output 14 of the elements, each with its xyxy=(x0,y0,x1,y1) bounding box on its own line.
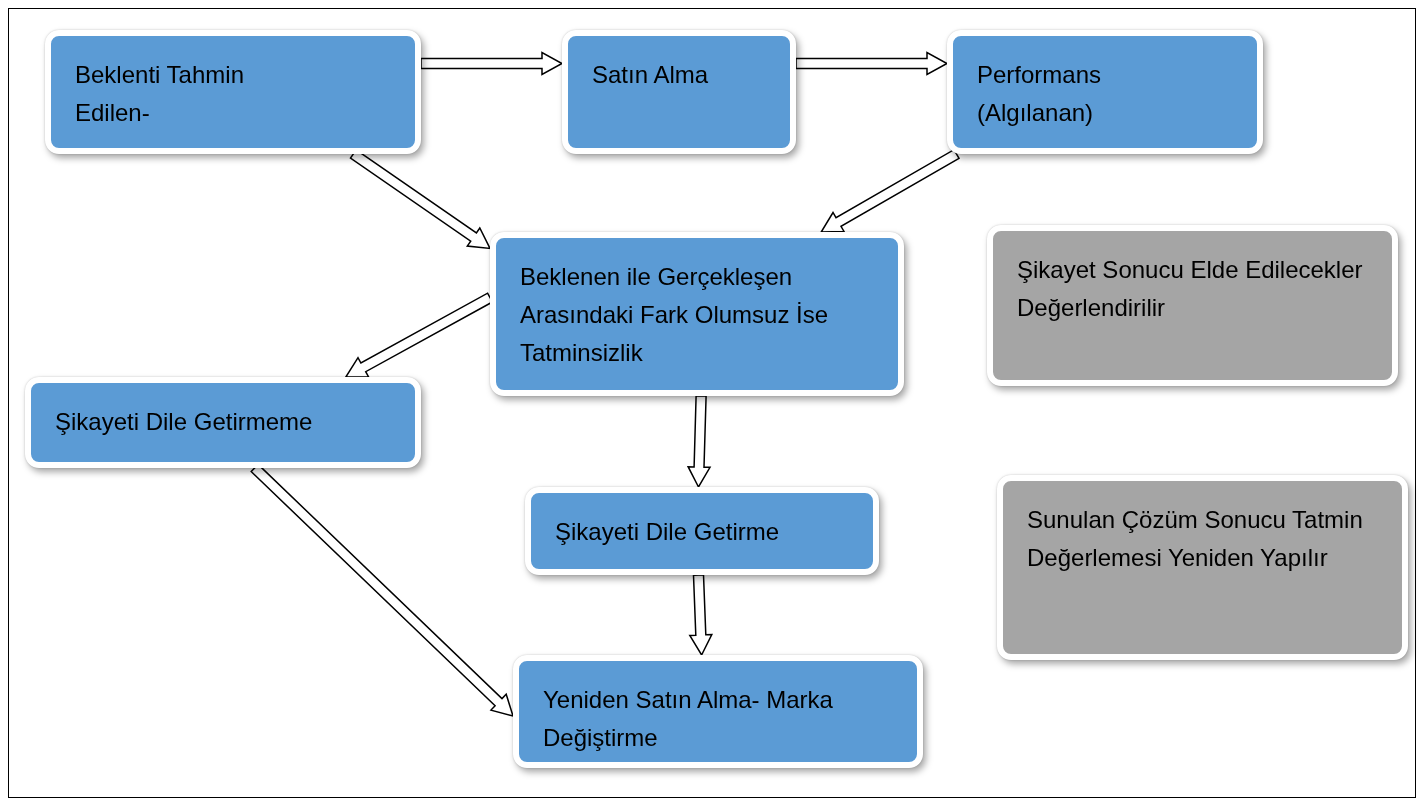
node-text: Şikayet Sonucu Elde Edilecekler Değerlendirilir xyxy=(1017,255,1364,323)
block-arrow xyxy=(795,51,949,76)
node-text: Satın Alma xyxy=(592,60,710,90)
block-arrow xyxy=(420,51,564,76)
block-arrow xyxy=(688,574,714,657)
node-text: Sunulan Çözüm Sonucu Tatmin Değerlemesi Yeniden Yapılır xyxy=(1027,505,1364,573)
node-text: Şikayeti Dile Getirme xyxy=(555,517,781,547)
node-text: Performans (Algılanan) xyxy=(977,60,1103,128)
node-text: Beklenen ile Gerçekleşen Arasındaki Fark Olumsuz İse Tatminsizlik xyxy=(520,262,830,368)
block-arrow xyxy=(819,148,961,233)
block-arrow xyxy=(686,395,712,489)
node-text: Yeniden Satın Alma- Marka Değiştirme xyxy=(543,685,834,753)
node-text: Beklenti Tahmin Edilen- xyxy=(75,60,245,128)
node-text: Şikayeti Dile Getirmeme xyxy=(55,407,314,437)
